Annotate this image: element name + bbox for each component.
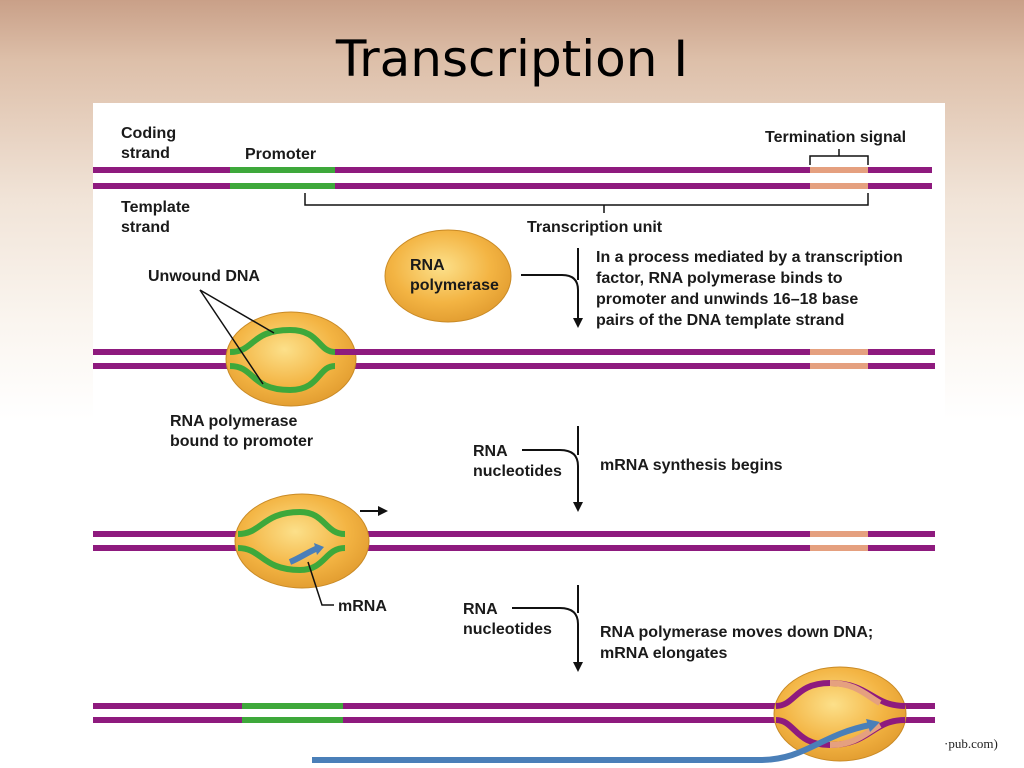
bound-promoter-label-2: bound to promoter: [170, 433, 313, 450]
step1-text-1: In a process mediated by a transcription: [596, 249, 903, 266]
template-strand-label-2: strand: [121, 219, 170, 236]
step3-text-2: mRNA elongates: [600, 645, 728, 662]
dna-row-3: [93, 493, 935, 589]
promoter-label: Promoter: [245, 146, 316, 163]
step1-text-2: factor, RNA polymerase binds to: [596, 270, 843, 287]
rna-polymerase-initiating: [234, 493, 370, 589]
step2-text: mRNA synthesis begins: [600, 457, 783, 474]
bound-promoter-label-1: RNA polymerase: [170, 413, 298, 430]
rna-polymerase-label-2: polymerase: [410, 277, 499, 294]
step2-arrow: [522, 449, 583, 512]
step3-arrow: [512, 607, 583, 672]
dna-row-2: [93, 311, 935, 407]
rna-nucleotides-label-a1: RNA: [473, 443, 508, 460]
coding-strand-label-2: strand: [121, 145, 170, 162]
slide-title: Transcription I: [335, 30, 689, 88]
rna-nucleotides-label-b1: RNA: [463, 601, 498, 618]
dna-row-4: [93, 666, 935, 763]
rna-polymerase-label-1: RNA: [410, 257, 445, 274]
rna-nucleotides-label-b2: nucleotides: [463, 621, 552, 638]
step3-text-1: RNA polymerase moves down DNA;: [600, 624, 873, 641]
step1-text-3: promoter and unwinds 16–18 base: [596, 291, 858, 308]
unwound-dna-label: Unwound DNA: [148, 268, 260, 285]
mrna-label: mRNA: [338, 598, 387, 615]
coding-strand-label-1: Coding: [121, 125, 176, 142]
rna-polymerase-free: [384, 229, 512, 323]
dna-row-1: [93, 167, 932, 189]
mrna-pointer: [307, 561, 334, 606]
rna-nucleotides-label-a2: nucleotides: [473, 463, 562, 480]
credit-text: ·pub.com): [944, 736, 998, 751]
transcription-unit-bracket: [304, 193, 869, 213]
diagram-panel: [93, 103, 945, 768]
unwound-pointer-1: [199, 289, 275, 334]
step1-arrow: [521, 274, 583, 328]
step1-text-4: pairs of the DNA template strand: [596, 312, 844, 329]
unwound-pointer-2: [199, 289, 264, 385]
transcription-unit-label: Transcription unit: [527, 219, 663, 236]
termination-signal-label: Termination signal: [765, 129, 906, 146]
termination-bracket: [809, 149, 869, 165]
mrna-elongating: [312, 722, 871, 763]
template-strand-label-1: Template: [121, 199, 190, 216]
